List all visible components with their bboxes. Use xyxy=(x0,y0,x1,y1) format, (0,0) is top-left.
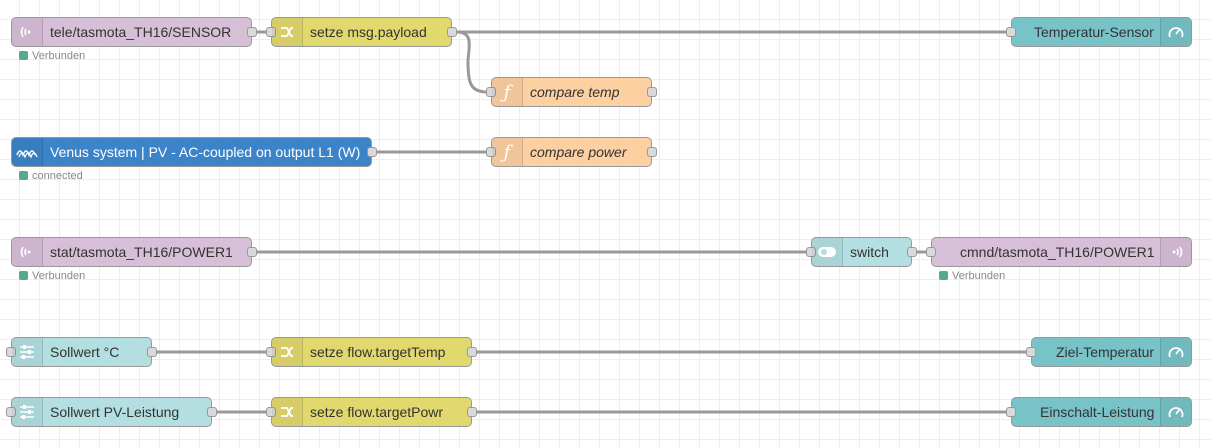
node-setze-targettemp[interactable]: setze flow.targetTemp xyxy=(266,337,477,367)
status-indicator: Verbunden xyxy=(19,50,85,62)
node-label: Temperatur-Sensor xyxy=(1034,24,1154,40)
change-icon xyxy=(272,338,303,366)
status-text: Verbunden xyxy=(32,270,86,282)
gauge-icon xyxy=(1160,18,1191,46)
input-port[interactable] xyxy=(266,407,276,417)
status-text: Verbunden xyxy=(952,270,1006,282)
function-icon: ƒ xyxy=(492,78,523,106)
node-label: Sollwert °C xyxy=(50,344,120,360)
slider-icon xyxy=(12,398,43,426)
victron-icon xyxy=(12,138,43,166)
node-label: Einschalt-Leistung xyxy=(1040,404,1155,420)
node-label: setze msg.payload xyxy=(310,24,427,40)
function-icon: ƒ xyxy=(492,138,523,166)
status-dot-icon xyxy=(19,171,28,180)
input-port[interactable] xyxy=(486,87,496,97)
status-dot-icon xyxy=(939,271,948,280)
node-switch[interactable]: switch xyxy=(806,237,917,267)
output-port[interactable] xyxy=(467,347,477,357)
output-port[interactable] xyxy=(907,247,917,257)
change-icon xyxy=(272,18,303,46)
status-dot-icon xyxy=(19,271,28,280)
input-port[interactable] xyxy=(1006,27,1016,37)
output-port[interactable] xyxy=(367,147,377,157)
toggle-icon xyxy=(812,238,843,266)
node-venus-system[interactable]: Venus system | PV - AC-coupled on output… xyxy=(11,137,377,167)
mqtt-icon xyxy=(1160,238,1191,266)
input-port[interactable] xyxy=(266,347,276,357)
node-stat-power[interactable]: stat/tasmota_TH16/POWER1 xyxy=(11,237,257,267)
status-text: connected xyxy=(32,170,83,182)
change-icon xyxy=(272,398,303,426)
slider-icon xyxy=(12,338,43,366)
node-label: switch xyxy=(850,244,889,260)
output-port[interactable] xyxy=(447,27,457,37)
gauge-icon xyxy=(1160,338,1191,366)
node-tele-sensor[interactable]: tele/tasmota_TH16/SENSOR xyxy=(11,17,257,47)
node-cmnd-power[interactable]: cmnd/tasmota_TH16/POWER1 xyxy=(926,237,1192,267)
node-label: cmnd/tasmota_TH16/POWER1 xyxy=(960,244,1155,260)
status-indicator: Verbunden xyxy=(939,270,1005,282)
mqtt-icon xyxy=(12,18,43,46)
node-label: Ziel-Temperatur xyxy=(1056,344,1155,360)
node-label: Venus system | PV - AC-coupled on output… xyxy=(50,144,361,160)
status-indicator: Verbunden xyxy=(19,270,85,282)
node-einschalt-leistung[interactable]: Einschalt-Leistung xyxy=(1006,397,1192,427)
node-label: setze flow.targetPowr xyxy=(310,404,444,420)
status-text: Verbunden xyxy=(32,50,86,62)
node-temperatur-sensor[interactable]: Temperatur-Sensor xyxy=(1006,17,1192,47)
node-label: compare temp xyxy=(530,84,620,100)
node-setze-targetpowr[interactable]: setze flow.targetPowr xyxy=(266,397,477,427)
node-sollwert-pv[interactable]: Sollwert PV-Leistung xyxy=(6,397,217,427)
input-port[interactable] xyxy=(1026,347,1036,357)
mqtt-icon xyxy=(12,238,43,266)
output-port[interactable] xyxy=(207,407,217,417)
output-port[interactable] xyxy=(247,27,257,37)
gauge-icon xyxy=(1160,398,1191,426)
node-label: tele/tasmota_TH16/SENSOR xyxy=(50,24,232,40)
output-port[interactable] xyxy=(647,87,657,97)
input-port[interactable] xyxy=(926,247,936,257)
input-port[interactable] xyxy=(266,27,276,37)
input-port[interactable] xyxy=(806,247,816,257)
wire[interactable] xyxy=(456,30,488,94)
node-label: stat/tasmota_TH16/POWER1 xyxy=(50,244,233,260)
node-setze-payload[interactable]: setze msg.payload xyxy=(266,17,457,47)
node-sollwert-temp[interactable]: Sollwert °C xyxy=(6,337,157,367)
output-port[interactable] xyxy=(247,247,257,257)
node-compare-power[interactable]: ƒ compare power xyxy=(486,137,657,167)
output-port[interactable] xyxy=(467,407,477,417)
node-label: compare power xyxy=(530,144,627,160)
status-dot-icon xyxy=(19,51,28,60)
node-label: setze flow.targetTemp xyxy=(310,344,446,360)
input-port[interactable] xyxy=(1006,407,1016,417)
output-port[interactable] xyxy=(647,147,657,157)
node-compare-temp[interactable]: ƒ compare temp xyxy=(486,77,657,107)
input-port[interactable] xyxy=(486,147,496,157)
node-ziel-temperatur[interactable]: Ziel-Temperatur xyxy=(1026,337,1192,367)
node-label: Sollwert PV-Leistung xyxy=(50,404,180,420)
output-port[interactable] xyxy=(147,347,157,357)
status-indicator: connected xyxy=(19,170,83,182)
input-port[interactable] xyxy=(6,347,16,357)
input-port[interactable] xyxy=(6,407,16,417)
